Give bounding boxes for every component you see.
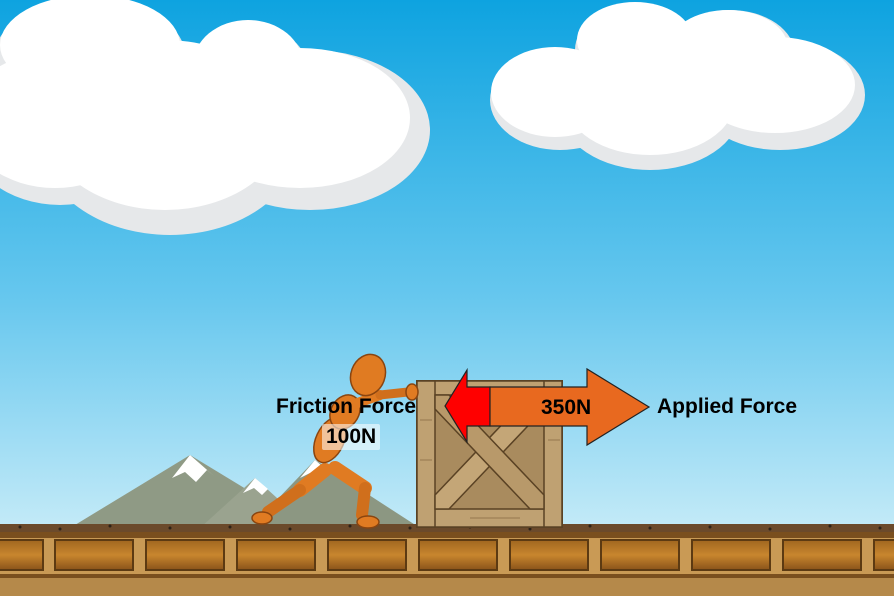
friction-force-value: 100N bbox=[322, 424, 381, 450]
friction-force-arrow bbox=[444, 367, 491, 445]
floor-bricks bbox=[0, 539, 894, 571]
applied-force-arrow bbox=[489, 367, 651, 447]
cloud-left bbox=[0, 0, 430, 235]
ground-surface bbox=[0, 524, 894, 534]
cloud-right bbox=[490, 2, 865, 170]
applied-force-value: 350N bbox=[541, 396, 592, 419]
friction-force-label: Friction Force bbox=[276, 395, 417, 418]
applied-force-label: Applied Force bbox=[657, 395, 798, 418]
wooden-mannequin-icon bbox=[251, 353, 419, 529]
